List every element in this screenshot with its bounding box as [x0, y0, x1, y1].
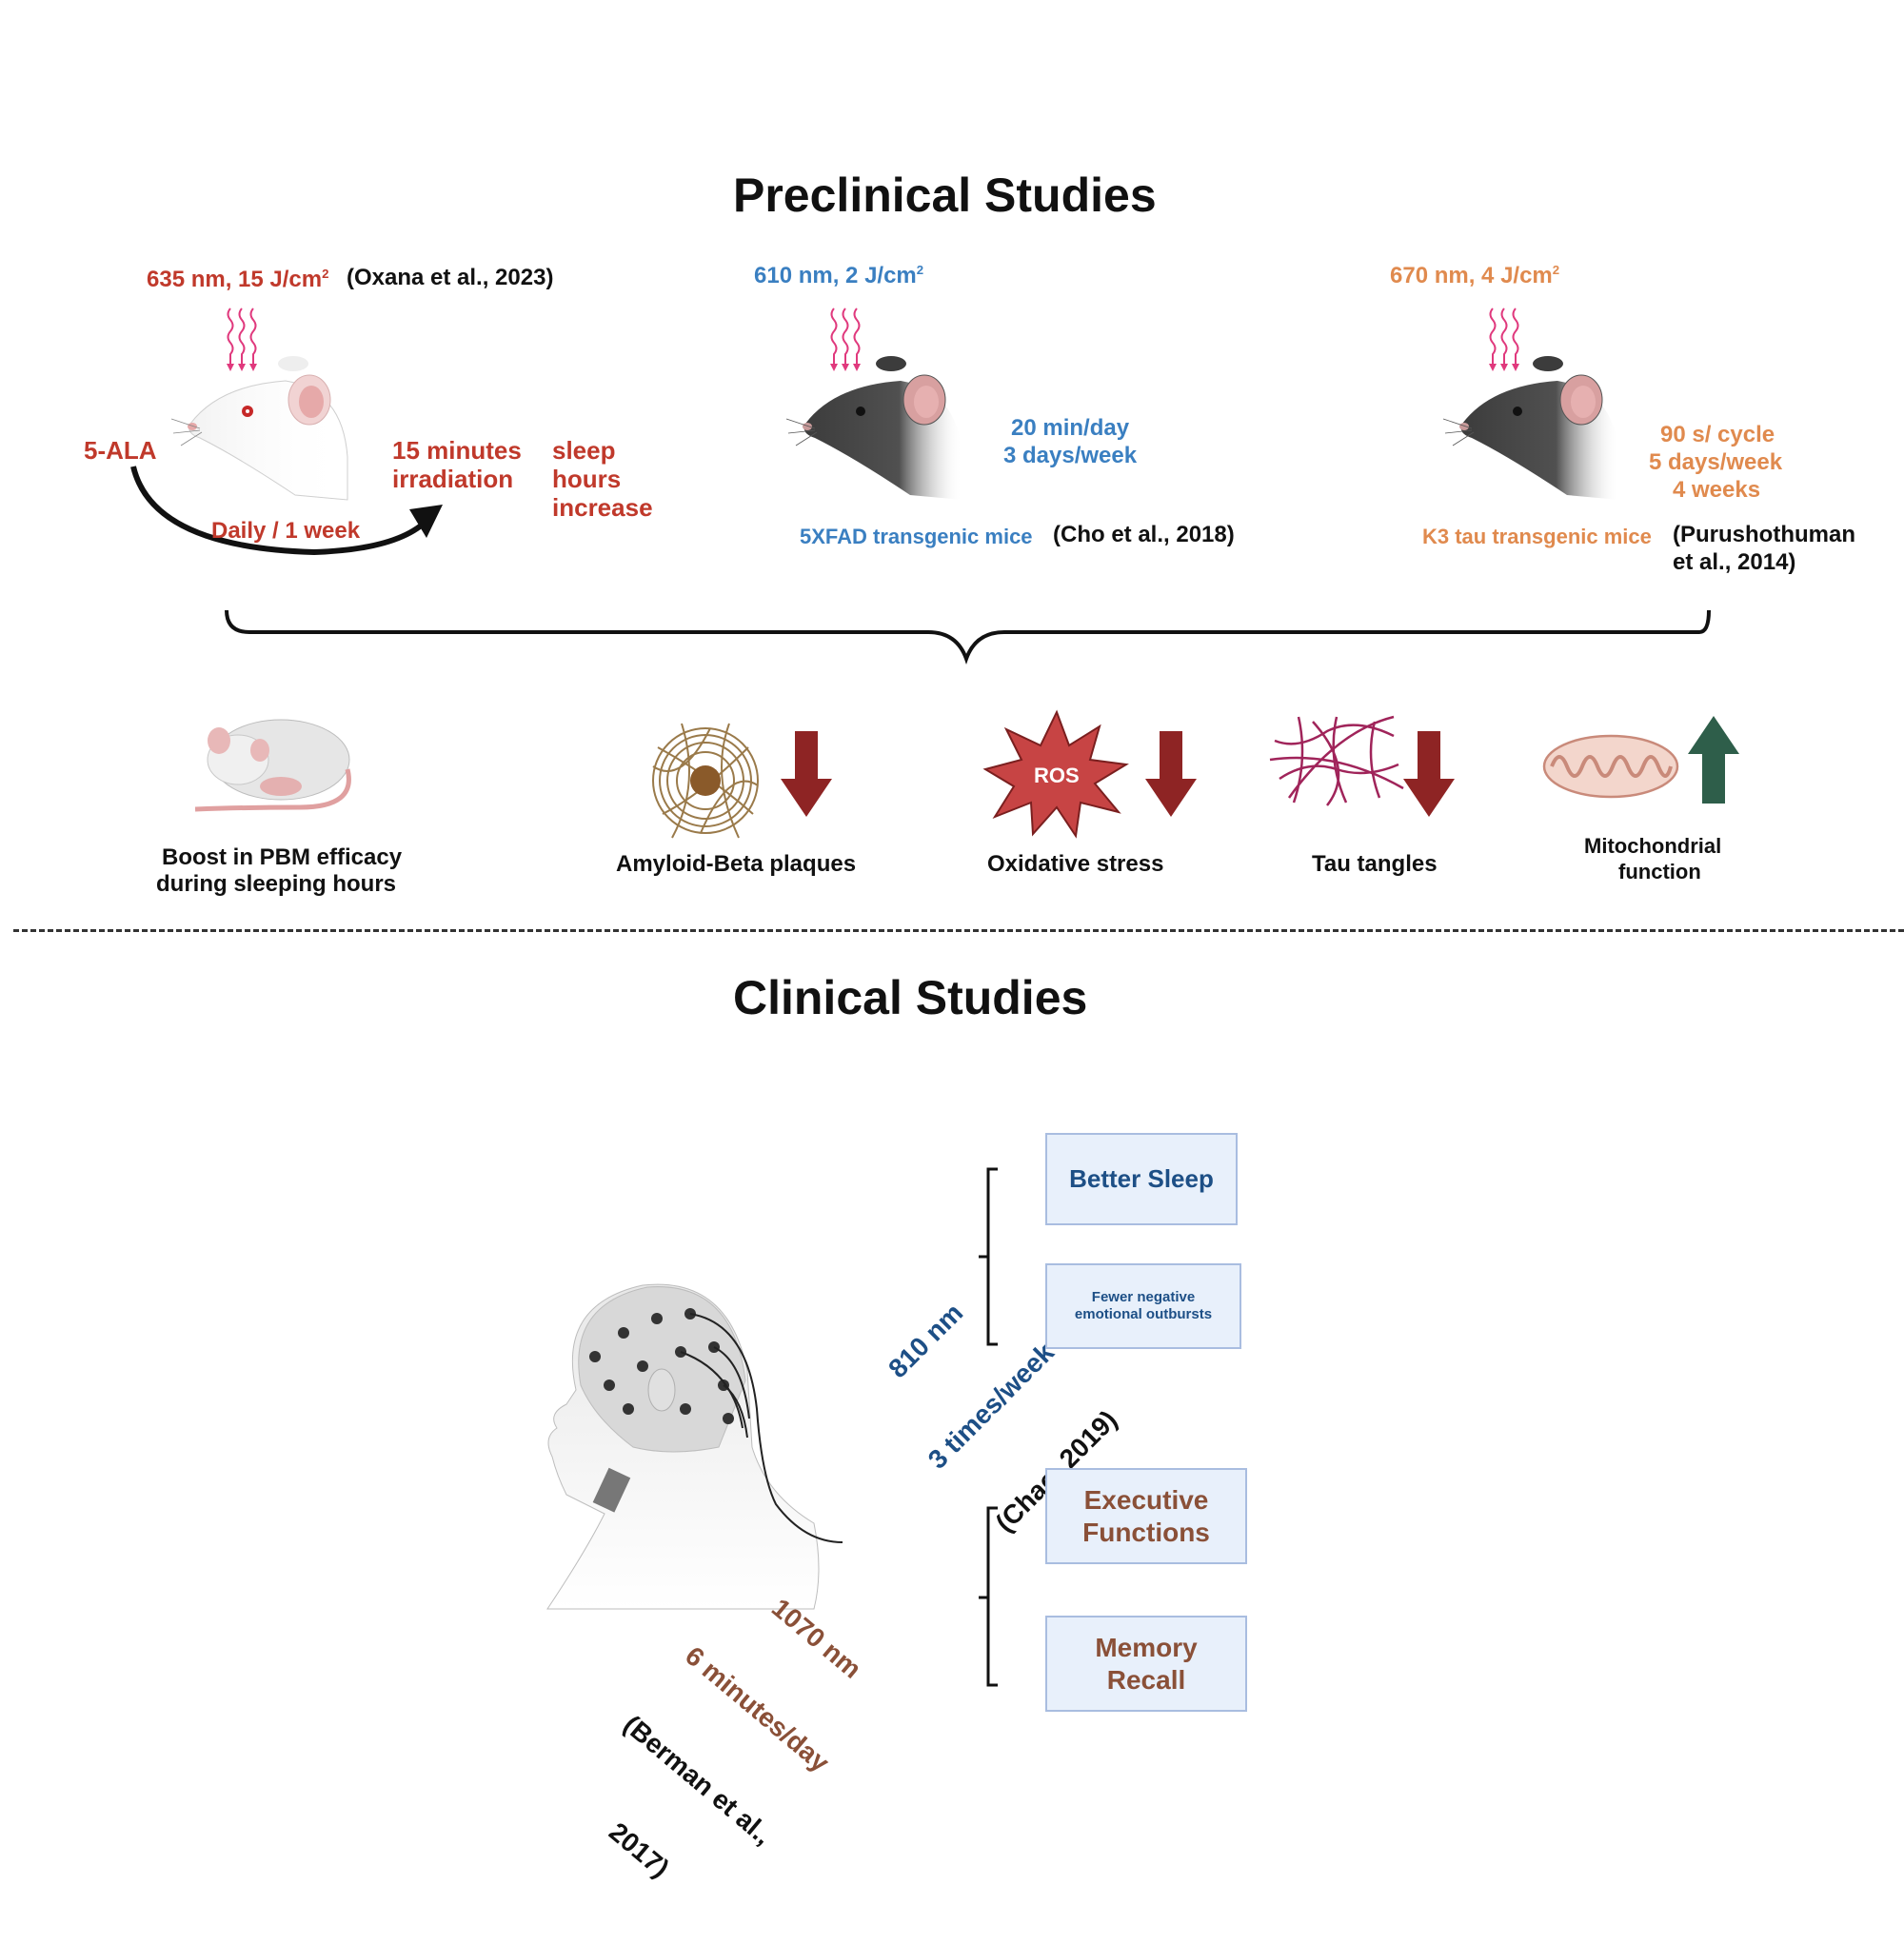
red-light-icon — [227, 308, 257, 371]
schedule-arrow — [130, 466, 443, 556]
black-mouse-icon — [785, 356, 962, 500]
up-arrow-icon — [1688, 716, 1739, 804]
eeg-head-icon — [546, 1283, 843, 1610]
bracket-top — [979, 1167, 998, 1346]
outcome-mito-2: function — [1618, 860, 1701, 883]
black-mouse-icon — [1442, 356, 1619, 500]
study2-frequency: 6 minutes/day — [680, 1640, 835, 1778]
sleep-label-3: increase — [552, 493, 653, 522]
red-light-icon — [830, 308, 861, 371]
study3-dose-2: 5 days/week — [1649, 449, 1783, 475]
amyloid-plaque-icon — [652, 723, 759, 839]
schedule-label: Daily / 1 week — [211, 518, 361, 544]
study2-dose-1: 20 min/day — [1011, 415, 1130, 441]
irradiation-label-2: irradiation — [392, 465, 514, 493]
ros-label: ROS — [1034, 764, 1080, 787]
study1-frequency: 3 times/week — [922, 1337, 1060, 1475]
study1-params: 635 nm, 15 J/cm2 — [147, 267, 329, 292]
preclinical-title: Preclinical Studies — [733, 169, 1157, 222]
mitochondrion-icon — [1542, 734, 1679, 799]
irradiation-label-1: 15 minutes — [392, 436, 522, 465]
sleep-label-2: hours — [552, 465, 622, 493]
study2-citation: (Cho et al., 2018) — [1053, 522, 1235, 547]
clinical-title: Clinical Studies — [733, 971, 1088, 1024]
sleep-label-1: sleep — [552, 436, 616, 465]
outcome-oxidative: Oxidative stress — [987, 851, 1164, 877]
study2-citation-2: 2017) — [603, 1816, 675, 1884]
down-arrow-icon — [1145, 731, 1197, 817]
red-light-icon — [1489, 308, 1519, 371]
study1-wavelength: 810 nm — [883, 1298, 969, 1384]
down-arrow-icon — [1403, 731, 1455, 817]
box-fewer-outbursts: Fewer negative emotional outbursts — [1045, 1263, 1241, 1349]
study3-params: 670 nm, 4 J/cm2 — [1390, 263, 1560, 288]
section-divider — [13, 929, 1904, 932]
outcome-amyloid: Amyloid-Beta plaques — [616, 851, 857, 877]
tau-tangle-icon — [1269, 715, 1404, 806]
outcome-sleep-2: during sleeping hours — [156, 871, 397, 897]
study2-wavelength: 1070 nm — [765, 1593, 867, 1685]
box-better-sleep: Better Sleep — [1045, 1133, 1238, 1225]
study3-model: K3 tau transgenic mice — [1422, 525, 1652, 548]
agent-label: 5-ALA — [84, 436, 157, 465]
study2-dose-2: 3 days/week — [1003, 443, 1138, 468]
ros-star-icon — [982, 709, 1129, 839]
sleeping-mouse-icon — [194, 719, 351, 812]
study2-model: 5XFAD transgenic mice — [800, 525, 1033, 548]
white-mouse-icon — [170, 356, 348, 501]
study3-citation-2: et al., 2014) — [1673, 549, 1796, 575]
grouping-brace — [225, 609, 1711, 665]
study2-params: 610 nm, 2 J/cm2 — [754, 263, 924, 288]
bracket-bottom — [979, 1506, 998, 1687]
study1-citation: (Oxana et al., 2023) — [347, 265, 554, 290]
down-arrow-icon — [781, 731, 832, 817]
study3-citation-1: (Purushothuman — [1673, 522, 1855, 547]
outcome-tau: Tau tangles — [1312, 851, 1438, 877]
outcome-sleep-1: Boost in PBM efficacy — [162, 844, 403, 870]
outcome-mito-1: Mitochondrial — [1584, 834, 1722, 858]
study3-dose-1: 90 s/ cycle — [1660, 422, 1775, 447]
box-executive-functions: Executive Functions — [1045, 1468, 1247, 1564]
box-memory-recall: Memory Recall — [1045, 1616, 1247, 1712]
study2-citation-1: (Berman et al., — [618, 1709, 779, 1851]
study3-dose-3: 4 weeks — [1673, 477, 1761, 503]
